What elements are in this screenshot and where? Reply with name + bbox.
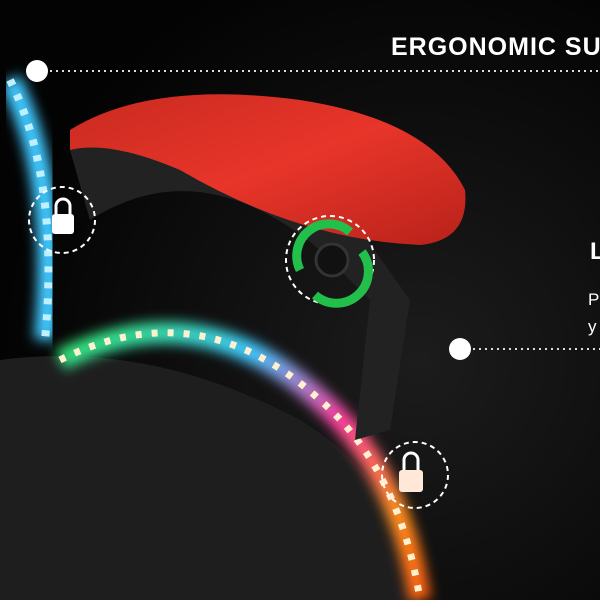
feature-text-line-2: y [588, 317, 597, 336]
tilt-knob [285, 215, 375, 308]
pointer-dot-mid [449, 338, 471, 360]
pointer-dot-top [26, 60, 48, 82]
section-title: ERGONOMIC SU [391, 33, 600, 61]
feature-text-line-1: P [588, 290, 600, 309]
rotate-arrows-icon [292, 219, 373, 308]
armrest-pad [70, 94, 466, 246]
lock-icon-right [381, 441, 449, 509]
lock-icon-left [28, 186, 96, 254]
seat-cushion [0, 356, 420, 600]
feature-heading: L [590, 238, 600, 265]
